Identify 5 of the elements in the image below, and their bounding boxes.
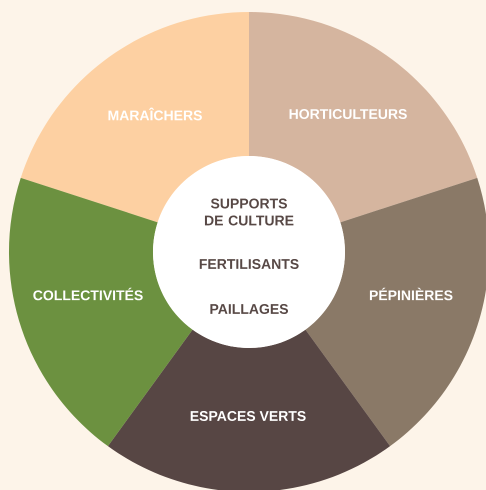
pie-sector: MARAÎCHERS xyxy=(108,108,202,120)
pie-sector: HORTICULTEURS xyxy=(290,109,407,119)
pie-sector: PÉPINIÈRES xyxy=(370,288,452,300)
pie-sector: COLLECTIVITÉS xyxy=(33,288,143,300)
pie-sector: ESPACES VERTS xyxy=(190,411,306,421)
